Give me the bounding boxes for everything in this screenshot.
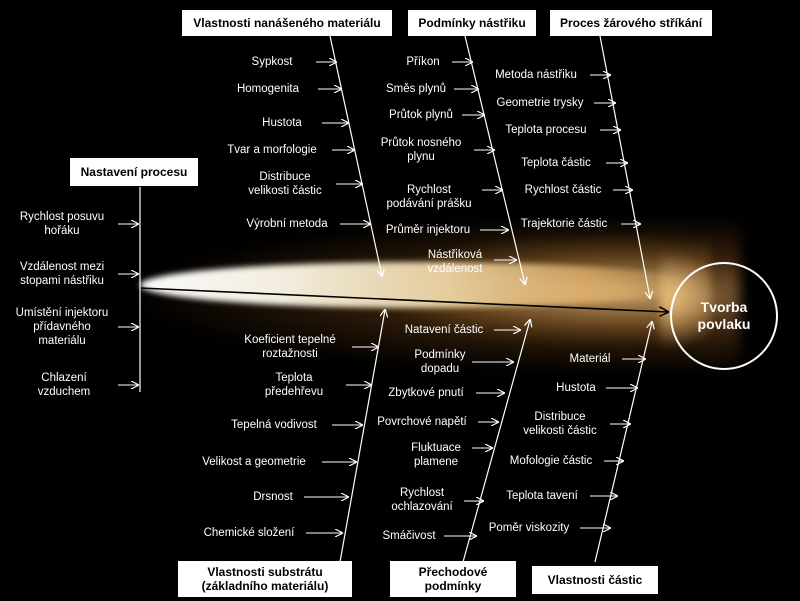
cause-label: Tepelná vodivost — [231, 419, 317, 431]
effect-label-line2: povlaku — [697, 316, 751, 332]
effect-label-line1: Tvorba — [700, 299, 748, 315]
cause-label: Teplota procesu — [505, 124, 587, 136]
spine-arrow — [139, 287, 668, 312]
cause-label: Materiál — [569, 353, 611, 365]
cause-label: Velikost a geometrie — [202, 456, 306, 468]
cause-label: Drsnost — [253, 491, 293, 503]
cause-label: Geometrie trysky — [496, 97, 584, 109]
category-process-settings: Nastavení procesu — [70, 158, 198, 186]
cause-label: Tvar a morfologie — [227, 144, 317, 156]
category-substrate: Vlastnosti substrátu (základního materiá… — [178, 561, 352, 597]
category-spray-process-label: Proces žárového stříkání — [559, 16, 703, 30]
arrows-deposited-material — [316, 62, 370, 224]
category-process-settings-label: Nastavení procesu — [80, 165, 188, 179]
cause-label: Povrchové napětí — [377, 416, 467, 428]
bone-deposited-material — [329, 35, 382, 276]
arrows-spray-process — [590, 75, 640, 224]
category-substrate-line1: Vlastnosti substrátu — [207, 565, 323, 579]
category-spray-conditions-label: Podmínky nástřiku — [418, 16, 526, 30]
cause-label: Chemické složení — [203, 527, 295, 539]
bone-substrate — [339, 310, 385, 563]
cause-label: Hustota — [262, 117, 302, 129]
arrows-substrate — [304, 347, 378, 533]
cause-label: Hustota — [556, 382, 596, 394]
category-spray-conditions: Podmínky nástřiku — [408, 10, 536, 36]
category-deposited-material: Vlastnosti nanášeného materiálu — [182, 10, 392, 36]
cause-label: Rychlost částic — [524, 184, 602, 196]
cause-label: Trajektorie částic — [520, 218, 608, 230]
cause-label: Teplota částic — [521, 157, 591, 169]
bone-transition — [462, 320, 530, 563]
cause-label: Příkon — [406, 56, 440, 68]
category-particle: Vlastnosti částic — [532, 566, 658, 594]
cause-label: Mofologie částic — [509, 455, 593, 467]
bone-spray-process — [599, 35, 650, 298]
arrows-transition — [444, 330, 520, 536]
cause-label: Výrobní metoda — [246, 218, 328, 230]
category-transition-line1: Přechodové — [418, 565, 488, 579]
category-particle-label: Vlastnosti částic — [547, 573, 643, 587]
arrows-spray-conditions — [452, 62, 516, 260]
category-substrate-line2: (základního materiálu) — [201, 579, 329, 593]
arrows-particle — [580, 359, 645, 528]
cause-label: Směs plynů — [385, 83, 447, 95]
effect-circle: Tvorba povlaku — [670, 262, 778, 370]
category-transition-line2: podmínky — [424, 579, 482, 593]
cause-label: Sypkost — [251, 56, 293, 68]
category-deposited-material-label: Vlastnosti nanášeného materiálu — [193, 16, 381, 30]
cause-label: Zbytkové pnutí — [388, 387, 464, 399]
bone-spray-conditions — [464, 35, 525, 284]
cause-label: Metoda nástřiku — [495, 69, 577, 81]
category-transition: Přechodové podmínky — [390, 561, 516, 597]
cause-label: Teplota tavení — [506, 490, 578, 502]
cause-label: Průtok plynů — [389, 109, 453, 121]
cause-label: Homogenita — [236, 83, 299, 95]
cause-label: Průměr injektoru — [385, 224, 471, 236]
cause-label: Natavení částic — [404, 324, 484, 336]
cause-label: Smáčivost — [382, 530, 436, 542]
category-spray-process: Proces žárového stříkání — [550, 10, 712, 36]
cause-label: Poměr viskozity — [488, 522, 570, 534]
arrows-process-settings — [118, 224, 138, 385]
